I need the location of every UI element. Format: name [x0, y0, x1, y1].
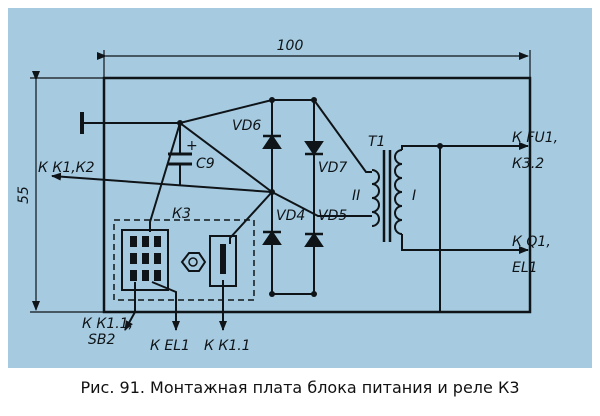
- capacitor-c9: [168, 123, 192, 186]
- dimension-height-label: 55: [16, 186, 32, 204]
- label-k-k1-k2: К К1,К2: [38, 160, 95, 176]
- dimension-width-label: 100: [277, 38, 304, 54]
- wire-primary-top: [401, 142, 529, 150]
- contact-block: [209, 235, 237, 287]
- label-k-k1-1-sb2-a: К К1.1,: [82, 316, 133, 332]
- junction-dots: [177, 97, 443, 297]
- board-outline: [102, 76, 532, 314]
- label-vd5: VD5: [318, 208, 347, 224]
- label-k-el1: К EL1: [150, 338, 190, 354]
- transformer-t1: [371, 149, 403, 242]
- label-el1-right: EL1: [512, 260, 538, 276]
- label-k-q1: К Q1,: [512, 234, 551, 250]
- label-vd4: VD4: [276, 208, 305, 224]
- label-k3: К3: [172, 206, 191, 222]
- diode-bridge: [262, 99, 324, 295]
- mounting-nut: [180, 252, 207, 272]
- label-k-k1-1-sb2-b: SB2: [88, 332, 115, 348]
- wire-bridge-to-contact: [229, 191, 273, 244]
- relay-pin-block: [121, 229, 169, 291]
- label-vd6: VD6: [232, 118, 261, 134]
- wire-k-el1: [151, 281, 180, 331]
- label-vd7: VD7: [318, 160, 347, 176]
- label-k3-2: К3.2: [512, 156, 544, 172]
- figure-caption: Рис. 91. Монтажная плата блока питания и…: [80, 378, 520, 397]
- label-k-fu1: К FU1,: [512, 130, 558, 146]
- label-winding-ii: II: [352, 188, 360, 204]
- label-c9: С9: [196, 156, 215, 172]
- dimension-height: [30, 71, 104, 313]
- wire-secondary-top: [313, 99, 372, 173]
- label-k-k1-1: К К1.1: [204, 338, 251, 354]
- wire-to-relay: [149, 122, 181, 232]
- wire-k1-1-sb2: [124, 282, 136, 331]
- wire-top: [82, 99, 314, 124]
- wire-secondary-bottom: [271, 191, 372, 217]
- relay-k3-box: [113, 219, 255, 301]
- label-c9-plus: +: [186, 138, 198, 154]
- label-winding-i: I: [412, 188, 416, 204]
- wire-diagonal: [179, 122, 273, 193]
- wire-primary-bottom: [401, 234, 529, 254]
- schematic-panel: [8, 8, 592, 368]
- dimension-width: [97, 50, 531, 78]
- label-t1: Т1: [368, 134, 385, 150]
